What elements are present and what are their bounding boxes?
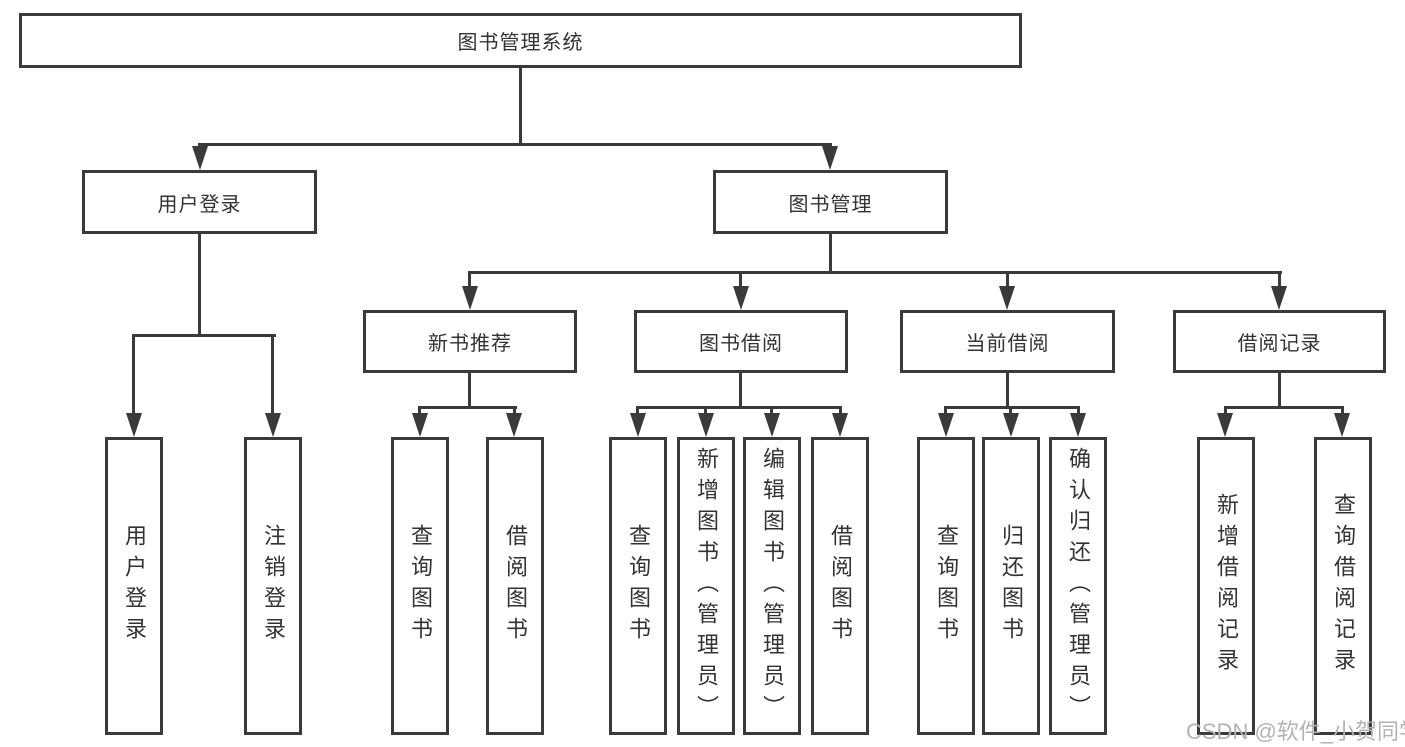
arrowhead-down [192,146,208,170]
hline [198,143,832,146]
leaf-query-books-current: 查询图书 [917,437,975,735]
arrowhead-down [506,413,522,437]
hline [418,406,517,409]
arrowhead-down [265,413,281,437]
arrowhead-down [999,286,1015,310]
arrowhead-down [832,413,848,437]
node-borrow-records-label: 借阅记录 [1237,333,1322,355]
hline [132,334,276,337]
arrowhead-down [1334,413,1350,437]
vline [839,406,842,416]
vline [704,406,707,416]
node-library-system: 图书管理系统 [19,13,1022,68]
leaf-return-books-label: 归还图书 [999,524,1024,648]
node-current-borrow-label: 当前借阅 [965,333,1050,355]
watermark: CSDN @软件_小贺同学 [1186,719,1405,744]
leaf-edit-books-admin: 编辑图书（管理员） [743,437,801,735]
leaf-borrow-books-label: 借阅图书 [828,524,853,648]
leaf-user-login-label: 用户登录 [122,524,147,648]
node-book-borrow-label: 图书借阅 [699,333,783,355]
arrowhead-down [764,413,780,437]
hline [944,406,1080,409]
vline [829,234,832,274]
node-book-management-label: 图书管理 [788,193,873,216]
vline [770,406,773,416]
arrowhead-down [126,413,142,437]
vline [513,406,516,416]
arrowhead-down [938,413,954,437]
leaf-logout-label: 注销登录 [261,524,286,648]
leaf-borrow-books: 借阅图书 [811,437,869,735]
leaf-add-books-admin: 新增图书（管理员） [677,437,735,735]
node-library-system-label: 图书管理系统 [457,32,584,54]
leaf-user-login: 用户登录 [105,437,163,735]
leaf-logout: 注销登录 [244,437,302,735]
vline [1009,406,1012,416]
vline [636,406,639,416]
vline [1341,406,1344,416]
leaf-query-books-current-label: 查询图书 [934,524,959,648]
arrowhead-down [1070,413,1086,437]
leaf-borrow-books-recommend-label: 借阅图书 [503,524,528,648]
leaf-query-books-borrow-label: 查询图书 [626,524,651,648]
vline [739,271,742,289]
vline [468,271,471,289]
vline [739,373,742,408]
leaf-return-books: 归还图书 [982,437,1040,735]
vline [468,373,471,408]
arrowhead-down [630,413,646,437]
vline [271,334,274,416]
leaf-confirm-return-admin: 确认归还（管理员） [1049,437,1107,735]
arrowhead-down [1003,413,1019,437]
vline [132,334,135,416]
vline [198,233,201,337]
vline [418,406,421,416]
hline [468,271,1282,274]
node-current-borrow: 当前借阅 [900,310,1115,373]
node-borrow-records: 借阅记录 [1173,310,1386,373]
arrowhead-down [822,146,838,170]
arrowhead-down [1217,413,1233,437]
vline [519,68,522,145]
arrowhead-down [462,286,478,310]
vline [1224,406,1227,416]
leaf-add-books-admin-label: 新增图书（管理员） [694,446,719,726]
node-book-borrow: 图书借阅 [634,310,848,373]
arrowhead-down [698,413,714,437]
vline [1006,373,1009,408]
arrowhead-down [733,286,749,310]
leaf-borrow-books-recommend: 借阅图书 [486,437,544,735]
leaf-query-books-recommend: 查询图书 [391,437,449,735]
node-new-book-recommend: 新书推荐 [363,310,577,373]
leaf-query-books-recommend-label: 查询图书 [408,524,433,648]
vline [944,406,947,416]
vline [1077,406,1080,416]
leaf-query-books-borrow: 查询图书 [609,437,667,735]
leaf-query-borrow-record-label: 查询借阅记录 [1331,493,1356,679]
leaf-add-borrow-record: 新增借阅记录 [1197,437,1255,735]
vline [1278,271,1281,289]
node-user-login-label: 用户登录 [157,193,242,216]
node-book-management: 图书管理 [713,170,948,234]
hline [1224,406,1344,409]
node-new-book-recommend-label: 新书推荐 [428,333,512,355]
leaf-query-borrow-record: 查询借阅记录 [1314,437,1372,735]
leaf-edit-books-admin-label: 编辑图书（管理员） [760,446,785,726]
leaf-add-borrow-record-label: 新增借阅记录 [1214,493,1239,679]
arrowhead-down [1271,286,1287,310]
vline [1006,271,1009,289]
vline [1278,373,1281,408]
node-user-login: 用户登录 [82,170,317,234]
arrowhead-down [412,413,428,437]
hline [636,406,842,409]
leaf-confirm-return-admin-label: 确认归还（管理员） [1066,446,1091,726]
